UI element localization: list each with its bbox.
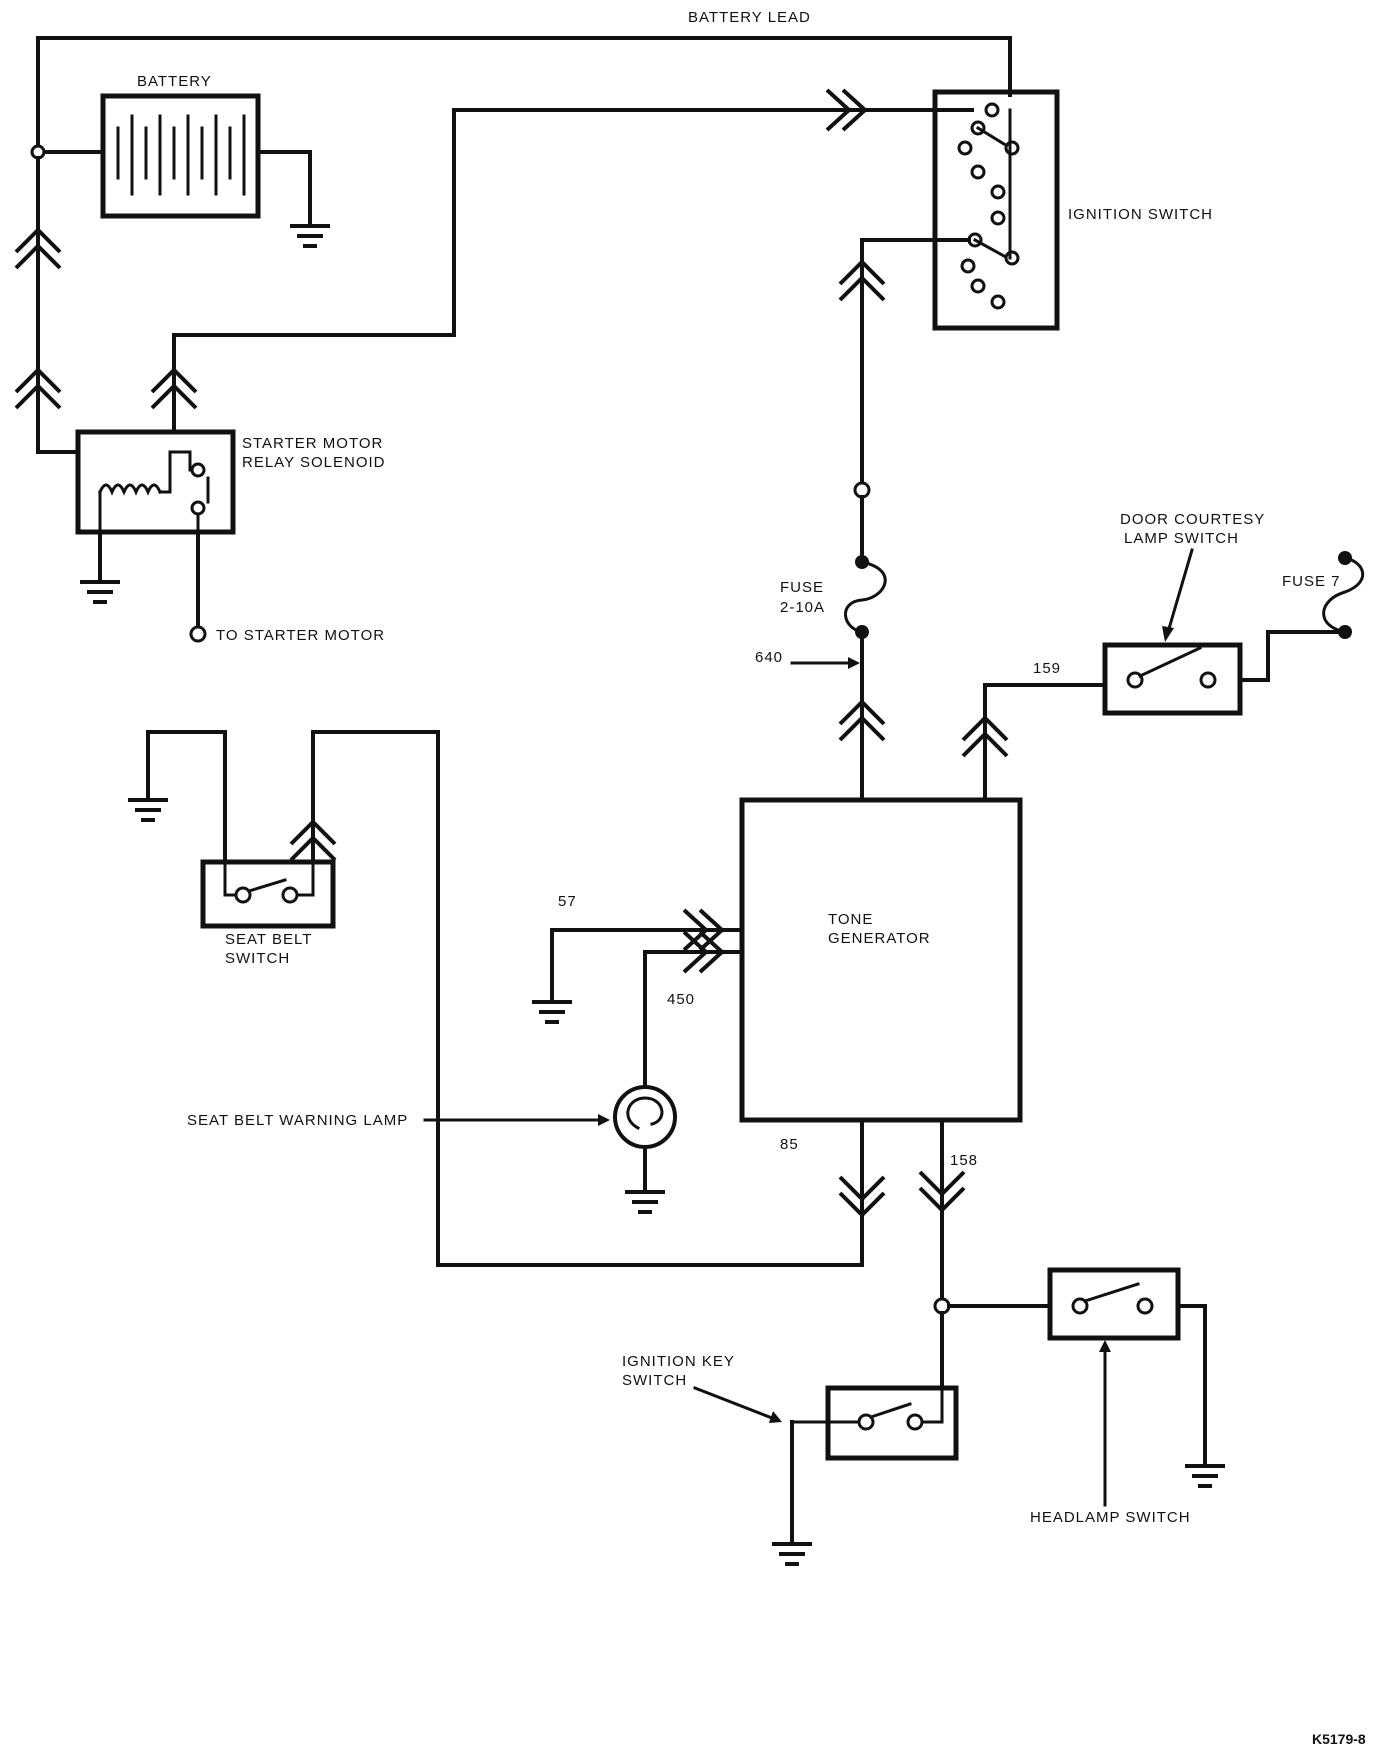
label-wire-158: 158 xyxy=(950,1152,978,1169)
door-switch-pointer xyxy=(1162,548,1194,642)
label-wire-640: 640 xyxy=(755,649,783,666)
label-fuse-line1: FUSE xyxy=(780,579,824,596)
tone-generator xyxy=(739,797,1023,1123)
headlamp-switch xyxy=(1047,1267,1181,1341)
solenoid-to-ignition-wire xyxy=(172,108,862,434)
door-courtesy-lamp-switch xyxy=(1102,642,1243,716)
headlamp-ground-wire xyxy=(1176,1304,1207,1464)
wire-159 xyxy=(983,683,1107,802)
label-fuse-line2: 2-10A xyxy=(780,599,825,616)
seat-belt-lamp-pointer xyxy=(423,1114,610,1126)
door-switch-to-fuse7-wire xyxy=(1238,630,1347,682)
seat-belt-switch xyxy=(200,859,336,929)
lamp-ground-icon xyxy=(623,1190,667,1214)
fuse-7 xyxy=(1322,551,1365,639)
label-tone-generator-line1: TONE xyxy=(828,911,873,928)
wire-57-ground-icon xyxy=(530,1000,574,1024)
label-ignition-switch: IGNITION SWITCH xyxy=(1068,206,1213,223)
label-door-switch-line2: LAMP SWITCH xyxy=(1124,530,1239,547)
label-seat-belt-switch-line2: SWITCH xyxy=(225,950,290,967)
label-battery-lead: BATTERY LEAD xyxy=(688,9,811,26)
wire-57 xyxy=(550,928,744,1000)
label-wire-85: 85 xyxy=(780,1136,799,1153)
starter-motor-terminal xyxy=(189,625,207,643)
wire-640-arrow xyxy=(790,657,860,669)
starter-relay-solenoid xyxy=(75,429,236,535)
fuse-2-10a xyxy=(844,495,887,802)
label-headlamp-switch: HEADLAMP SWITCH xyxy=(1030,1509,1191,1526)
solenoid-ground-icon xyxy=(78,580,122,604)
battery-to-solenoid-wire xyxy=(36,156,80,454)
fuse-input-terminal xyxy=(853,481,871,499)
label-starter-relay-line2: RELAY SOLENOID xyxy=(242,454,386,471)
seat-belt-warning-lamp xyxy=(613,1085,677,1149)
battery-lead-wire xyxy=(36,36,1012,154)
label-seat-belt-lamp: SEAT BELT WARNING LAMP xyxy=(187,1112,408,1129)
ignition-key-switch xyxy=(790,1385,959,1461)
seat-belt-ground-wire xyxy=(146,730,227,860)
ignition-key-ground-icon xyxy=(770,1542,814,1566)
label-to-starter-motor: TO STARTER MOTOR xyxy=(216,627,385,644)
label-wire-450: 450 xyxy=(667,991,695,1008)
label-door-switch-line1: DOOR COURTESY xyxy=(1120,511,1265,528)
label-battery: BATTERY xyxy=(137,73,212,90)
label-tone-generator-line2: GENERATOR xyxy=(828,930,931,947)
label-seat-belt-switch-line1: SEAT BELT xyxy=(225,931,312,948)
label-fuse7: FUSE 7 xyxy=(1282,573,1341,590)
headlamp-ground-icon xyxy=(1183,1464,1227,1488)
label-starter-relay-line1: STARTER MOTOR xyxy=(242,435,383,452)
battery xyxy=(36,93,312,224)
seat-belt-ground-icon xyxy=(126,798,170,822)
label-ignition-key-line1: IGNITION KEY xyxy=(622,1353,735,1370)
wire-85 xyxy=(311,730,864,1267)
battery-ground-icon xyxy=(288,224,332,248)
headlamp-switch-pointer xyxy=(1099,1340,1111,1507)
label-wire-159: 159 xyxy=(1033,660,1061,677)
label-ignition-key-line2: SWITCH xyxy=(622,1372,687,1389)
wire-450 xyxy=(643,950,744,1087)
figure-id: K5179-8 xyxy=(1312,1731,1366,1747)
junction-158 xyxy=(933,1297,951,1315)
label-wire-57: 57 xyxy=(558,893,577,910)
ignition-to-fuse-wire xyxy=(860,238,971,492)
ignition-switch xyxy=(932,89,1060,331)
ignition-key-pointer xyxy=(693,1386,782,1423)
